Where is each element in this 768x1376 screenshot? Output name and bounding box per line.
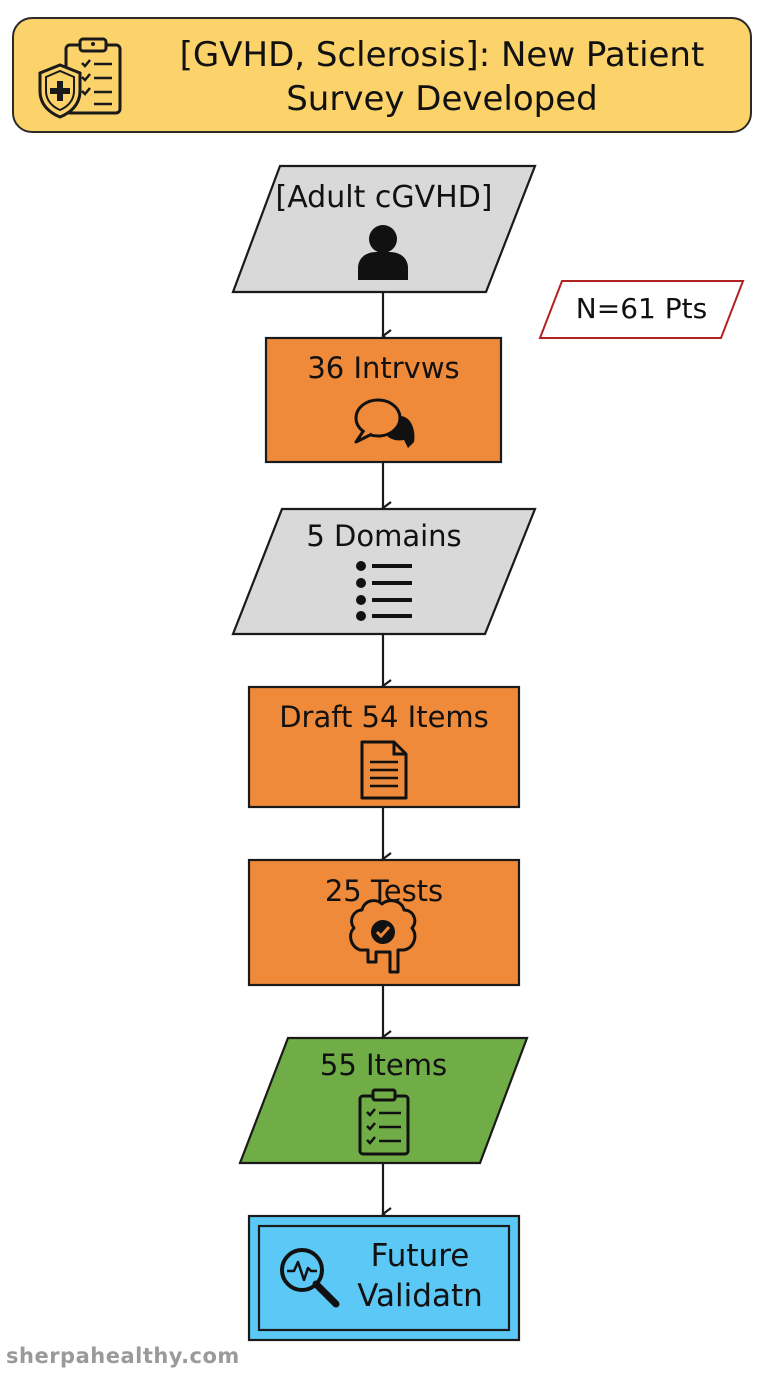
- node-items-label: 55 Items: [319, 1048, 448, 1082]
- magnify-pulse-icon: [280, 1248, 340, 1308]
- side-note-shape: [538, 280, 745, 339]
- document-icon: [360, 740, 408, 800]
- node-future-label-line1: Future: [370, 1238, 470, 1274]
- clipboard-shield-icon: [38, 37, 122, 119]
- node-draft-label: Draft 54 Items: [279, 700, 489, 734]
- bullet-list-icon: [356, 561, 412, 621]
- header-banner: [GVHD, Sclerosis]: New Patient Survey De…: [12, 17, 752, 133]
- person-icon: [358, 225, 408, 280]
- node-domains-shape: [231, 507, 537, 636]
- node-domains-label: 5 Domains: [306, 519, 462, 553]
- brain-check-icon: [349, 899, 417, 974]
- watermark: sherpahealthy.com: [6, 1344, 240, 1368]
- title-line-1: [GVHD, Sclerosis]: New Patient: [179, 35, 705, 75]
- node-future-label: Future Validatn: [340, 1236, 500, 1316]
- speech-bubbles-icon: [354, 398, 415, 448]
- clipboard-checklist-icon: [358, 1088, 410, 1156]
- node-interviews-label: 36 Intrvws: [307, 351, 460, 385]
- node-tests-label: 25 Tests: [324, 874, 444, 908]
- page-title: [GVHD, Sclerosis]: New Patient Survey De…: [142, 33, 742, 121]
- node-future-label-line2: Validatn: [357, 1278, 483, 1314]
- node-future-inner: [257, 1224, 511, 1332]
- title-line-2: Survey Developed: [286, 79, 598, 119]
- side-note-label: N=61 Pts: [575, 292, 708, 325]
- node-adult-label: [Adult cGVHD]: [275, 180, 493, 215]
